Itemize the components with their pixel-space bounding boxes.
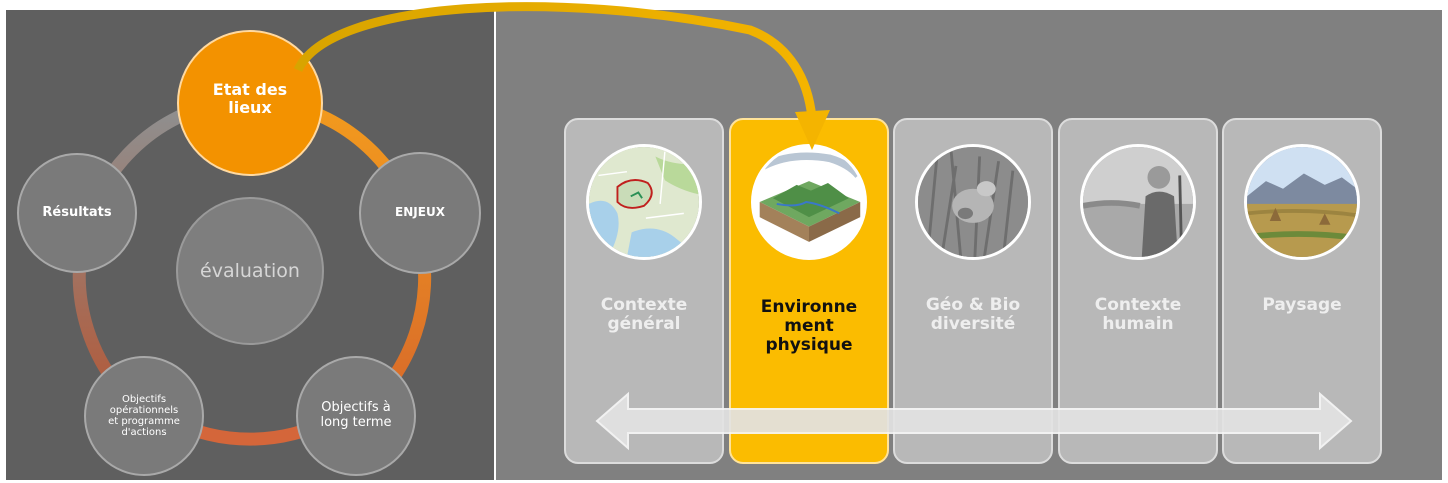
node-enjeux-label: ENJEUX bbox=[395, 205, 445, 220]
shepherd-image bbox=[1080, 144, 1196, 260]
node-etat-des-lieux-label: Etat des lieux bbox=[212, 79, 288, 117]
center-evaluation-label: évaluation bbox=[200, 260, 300, 282]
landscape-image bbox=[1244, 144, 1360, 260]
vegetation-image bbox=[915, 144, 1031, 260]
node-resultats-label: Résultats bbox=[42, 204, 112, 220]
node-objectifs-operationnels-label: Objectifs opérationnels et programme d'a… bbox=[108, 394, 180, 438]
map-image bbox=[586, 144, 702, 260]
node-resultats[interactable]: Résultats bbox=[17, 153, 137, 273]
card-geo-bio-diversite-title: Géo & Bio diversité bbox=[925, 295, 1021, 334]
node-objectifs-operationnels[interactable]: Objectifs opérationnels et programme d'a… bbox=[84, 356, 204, 476]
card-paysage-title: Paysage bbox=[1262, 295, 1342, 315]
card-contexte-humain-title: Contexte humain bbox=[1094, 295, 1182, 334]
card-environnement-physique-title: Environne ment physique bbox=[760, 297, 858, 355]
card-contexte-general[interactable]: Contexte général bbox=[564, 118, 724, 464]
node-objectifs-long-terme[interactable]: Objectifs à long terme bbox=[296, 356, 416, 476]
card-geo-bio-diversite[interactable]: Géo & Bio diversité bbox=[893, 118, 1053, 464]
card-contexte-humain[interactable]: Contexte humain bbox=[1058, 118, 1218, 464]
node-objectifs-long-terme-label: Objectifs à long terme bbox=[320, 400, 392, 430]
center-evaluation[interactable]: évaluation bbox=[176, 197, 324, 345]
node-etat-des-lieux[interactable]: Etat des lieux bbox=[177, 30, 323, 176]
node-enjeux[interactable]: ENJEUX bbox=[359, 152, 481, 274]
card-paysage[interactable]: Paysage bbox=[1222, 118, 1382, 464]
card-contexte-general-title: Contexte général bbox=[600, 295, 688, 334]
terrain-image bbox=[751, 144, 867, 260]
card-environnement-physique[interactable]: Environne ment physique bbox=[729, 118, 889, 464]
